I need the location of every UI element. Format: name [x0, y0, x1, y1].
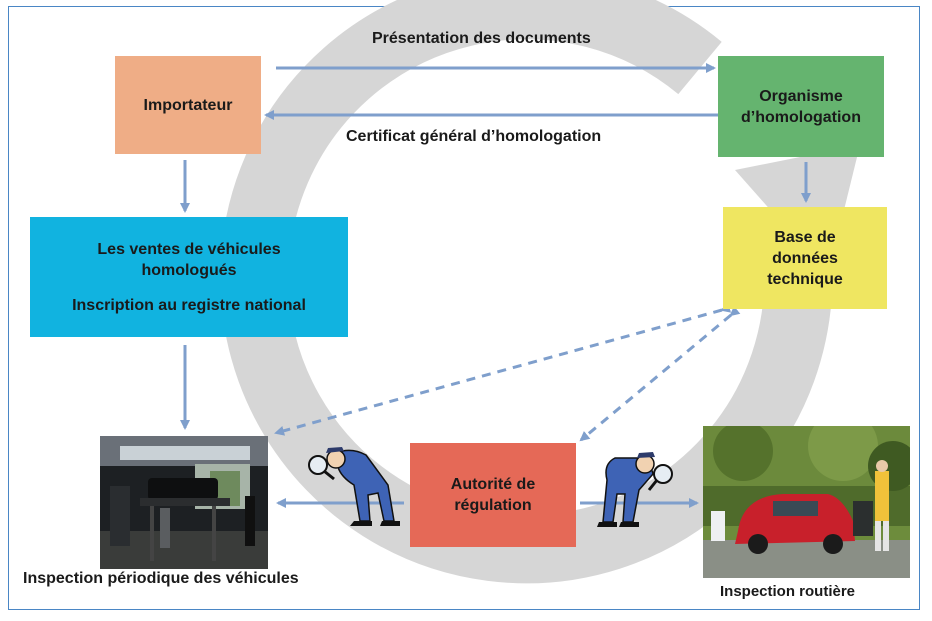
importateur-label: Importateur — [143, 96, 233, 114]
dashed-arrow-base-autorite — [579, 306, 741, 442]
edge-label-presentation: Présentation des documents — [372, 30, 591, 47]
base-label-line2: données — [772, 249, 838, 267]
organisme-label-line1: Organisme — [759, 87, 843, 105]
importateur-box: Importateur — [115, 56, 261, 154]
ventes-label-line1: Les ventes de véhicules — [97, 240, 281, 258]
ventes-box: Les ventes de véhicules homologués Inscr… — [30, 217, 348, 337]
caption-inspection-routiere: Inspection routière — [720, 583, 856, 600]
autorite-label-line1: Autorité de — [450, 476, 536, 493]
caption-inspection-periodique: Inspection périodique des véhicules — [23, 570, 299, 587]
autorite-label-line2: régulation — [454, 497, 532, 514]
ventes-label-line2: homologués — [141, 261, 237, 279]
autorite-box: Autorité de régulation — [410, 443, 576, 547]
base-label-line3: technique — [767, 270, 843, 288]
inspector-with-magnifier-icon — [593, 450, 677, 528]
edge-label-certificat: Certificat général d’homologation — [346, 128, 602, 145]
roadside-car-inspection-photo — [703, 426, 910, 578]
organisme-label-line2: d’homologation — [741, 108, 861, 126]
base-label-line1: Base de — [774, 228, 836, 246]
inspector-with-magnifier-icon — [296, 445, 402, 527]
vehicle-on-lift-photo — [100, 436, 268, 569]
ventes-label-line3: Inscription au registre national — [72, 296, 306, 314]
organisme-box: Organisme d’homologation — [718, 56, 884, 157]
base-donnees-box: Base de données technique — [723, 207, 887, 309]
dashed-arrow-base-periodique — [274, 303, 732, 436]
